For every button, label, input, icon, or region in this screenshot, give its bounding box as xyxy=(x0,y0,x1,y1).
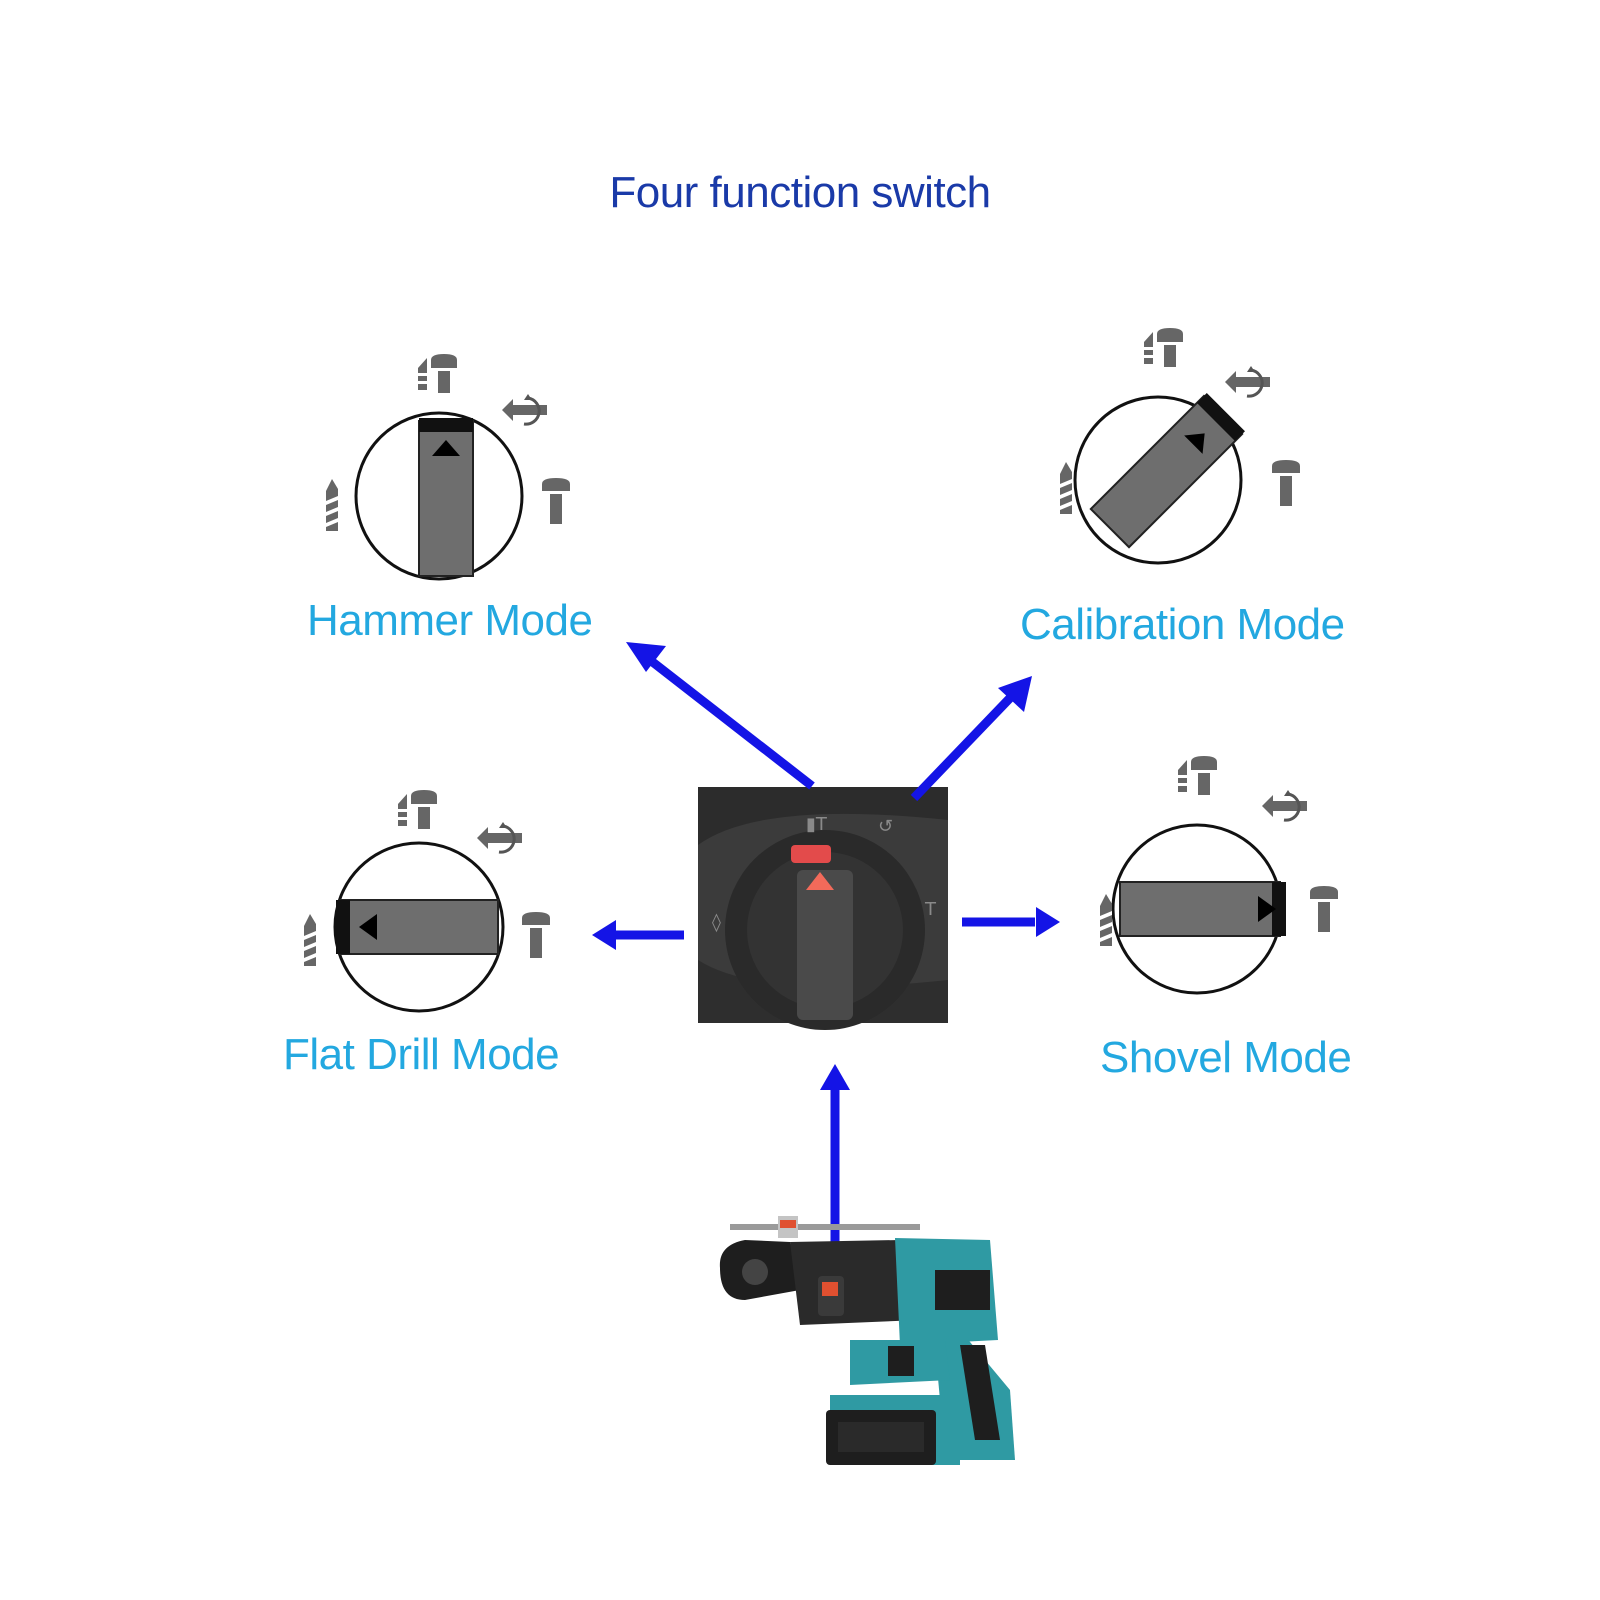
chisel-icon xyxy=(522,912,550,958)
drill-bit-icon xyxy=(1100,894,1112,946)
hammer-mode-label: Hammer Mode xyxy=(307,596,593,645)
shovel-mode-label: Shovel Mode xyxy=(1100,1033,1352,1082)
drill-bit-icon xyxy=(326,479,338,531)
chisel-icon xyxy=(542,478,570,524)
svg-text:◊: ◊ xyxy=(712,912,721,933)
svg-text:▮T: ▮T xyxy=(806,814,828,835)
hammer-drill-icon xyxy=(1144,328,1183,367)
hammer-drill-icon xyxy=(418,354,457,393)
hammer-drill-icon xyxy=(398,790,437,829)
page-title: Four function switch xyxy=(609,168,991,217)
arrow-to-shovel xyxy=(1036,907,1060,937)
svg-text:↺: ↺ xyxy=(878,816,893,837)
rotary-hammer-tool-icon xyxy=(719,1216,1015,1465)
arrow-from-tool xyxy=(820,1064,850,1090)
selector-arrow-icon xyxy=(1258,896,1276,922)
drill-bit-icon xyxy=(1060,462,1072,514)
shovel-mode-dial xyxy=(1100,756,1338,995)
selector-arrow-icon xyxy=(359,914,377,940)
arrow-to-hammer xyxy=(626,642,666,672)
rotation-icon xyxy=(475,820,524,854)
hammer-drill-icon xyxy=(1178,756,1217,795)
chisel-icon xyxy=(1310,886,1338,932)
flat-drill-mode-dial xyxy=(304,790,550,1013)
rotation-icon xyxy=(500,392,549,426)
arrow-to-calibration xyxy=(998,676,1032,712)
hammer-mode-dial xyxy=(326,354,570,581)
rotation-icon xyxy=(1260,788,1309,822)
selector-arrow-icon xyxy=(432,440,460,456)
drill-bit-icon xyxy=(304,914,316,966)
arrow-to-flat-drill xyxy=(592,920,616,950)
flat-drill-mode-label: Flat Drill Mode xyxy=(283,1030,560,1079)
arrows xyxy=(592,642,1060,1260)
calibration-mode-label: Calibration Mode xyxy=(1020,600,1345,649)
switch-closeup-photo: ▮T ↺ T ◊ xyxy=(698,787,948,1030)
svg-text:T: T xyxy=(924,899,937,920)
selector-arrow-icon xyxy=(1184,433,1205,454)
rotation-icon xyxy=(1223,364,1272,398)
chisel-icon xyxy=(1272,460,1300,506)
calibration-mode-dial xyxy=(1060,328,1300,565)
